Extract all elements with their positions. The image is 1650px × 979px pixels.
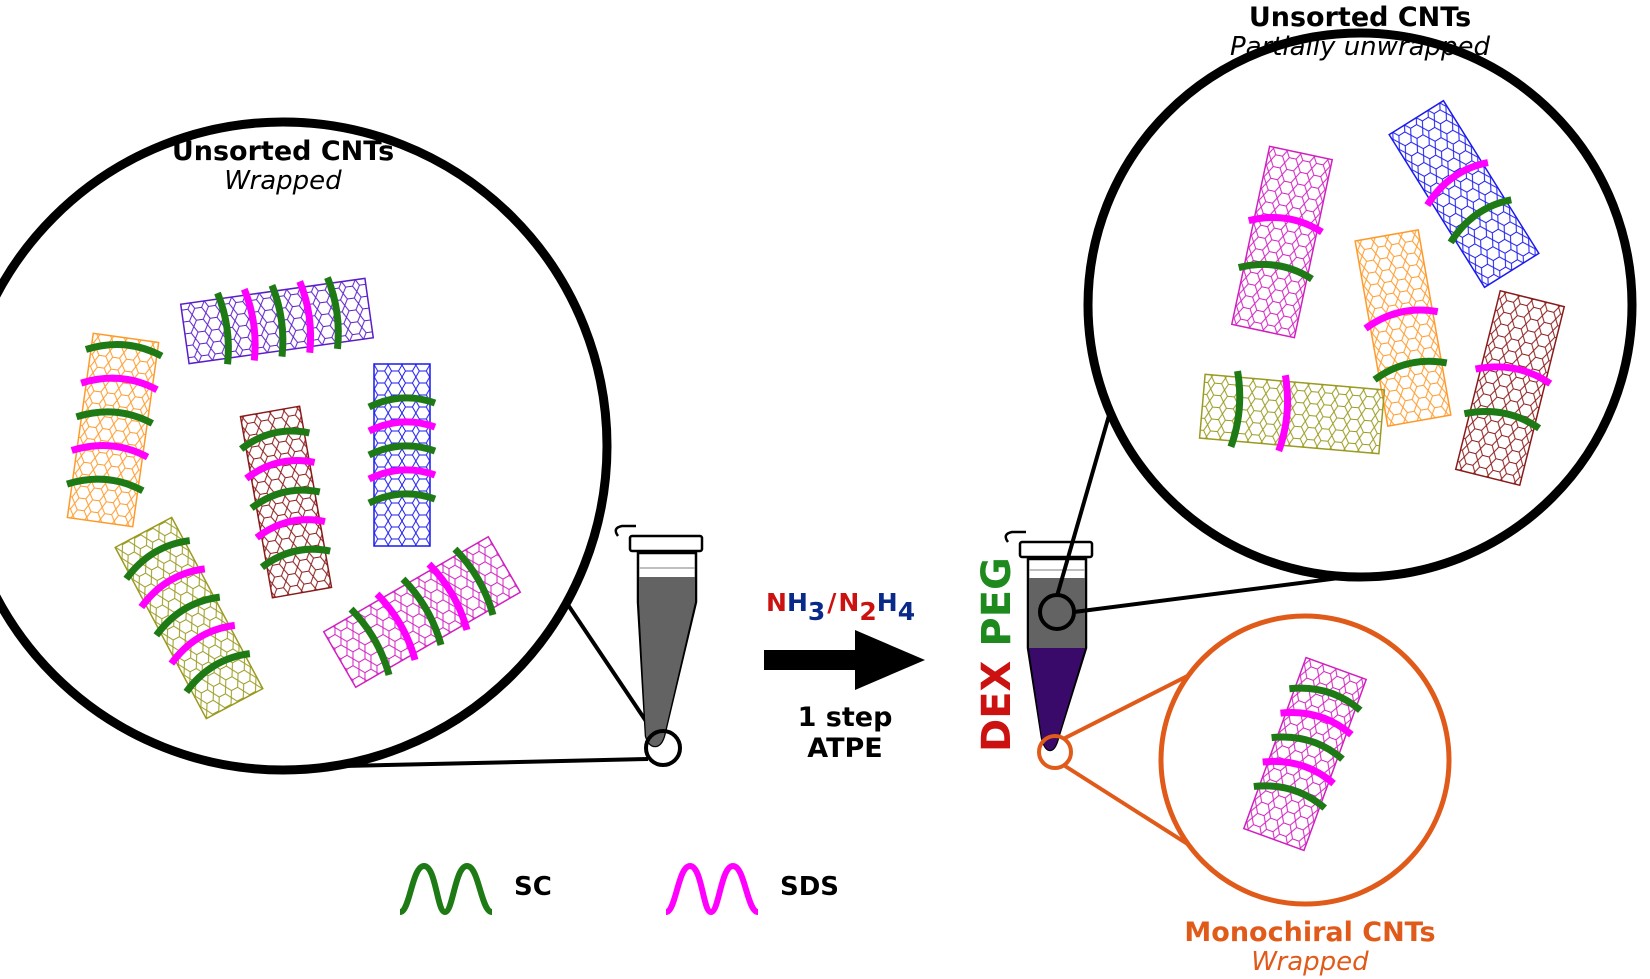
- left-panel-label: Unsorted CNTs Wrapped: [133, 136, 433, 197]
- nanotube-olive-right: [1198, 370, 1386, 455]
- peg-phase: [1029, 578, 1085, 648]
- process-label: 1 step ATPE: [760, 702, 930, 764]
- nanotube-magenta-monochiral: [1242, 656, 1368, 852]
- reagent-n2-sub: 2: [859, 597, 877, 626]
- phase-labels: DEX PEG: [974, 557, 1020, 752]
- nanotube-blue-left: [367, 363, 437, 547]
- nanotube-maroon-right: [1454, 289, 1566, 487]
- right-bottom-panel-title: Monochiral CNTs: [1184, 917, 1436, 948]
- peg-label: PEG: [974, 557, 1020, 647]
- nanotube-blue-right: [1388, 99, 1540, 289]
- right-top-panel-label: Unsorted CNTs Partially unwrapped: [1180, 2, 1540, 63]
- left-panel-title: Unsorted CNTs: [171, 136, 395, 167]
- nanotube-maroon-left: [238, 405, 333, 599]
- nanotube-olive-left: [114, 516, 264, 720]
- legend-sds-label: SDS: [780, 872, 840, 902]
- nanotube-purple-left: [179, 276, 375, 365]
- reagent-h4-sub: 4: [897, 597, 916, 626]
- right-bottom-panel-label: Monochiral CNTs Wrapped: [1150, 917, 1470, 978]
- vial-left: [614, 524, 704, 767]
- vial-right: [1004, 530, 1094, 770]
- reagent-n2: N: [838, 588, 860, 617]
- sds-wave-icon: [664, 862, 760, 916]
- reagent-h: H: [786, 588, 808, 617]
- reagent-formula: NH3/N2H4: [766, 588, 915, 626]
- left-panel-subtitle: Wrapped: [224, 166, 342, 197]
- sc-wave-icon: [398, 862, 494, 916]
- process-line2: ATPE: [807, 733, 883, 765]
- reagent-n: N: [766, 588, 787, 617]
- reagent-slash: /: [827, 588, 837, 617]
- nanotube-orange-left: [65, 332, 164, 528]
- right-bottom-panel-subtitle: Wrapped: [1251, 947, 1369, 978]
- reagent-h-sub: 3: [807, 597, 826, 626]
- nanotube-magenta-left: [322, 535, 522, 689]
- process-arrow: [764, 630, 925, 690]
- right-top-panel-title: Unsorted CNTs: [1248, 2, 1472, 33]
- nanotube-orange-right: [1354, 229, 1452, 427]
- process-line1: 1 step: [797, 702, 893, 733]
- dex-phase: [1029, 648, 1085, 750]
- right-top-panel-subtitle: Partially unwrapped: [1229, 32, 1491, 63]
- legend-sc-label: SC: [514, 872, 552, 902]
- right-bottom-magnifier: [1063, 613, 1452, 907]
- dex-label: DEX: [974, 660, 1020, 752]
- reagent-h4: H: [876, 588, 898, 617]
- nanotube-magenta-right: [1230, 145, 1334, 339]
